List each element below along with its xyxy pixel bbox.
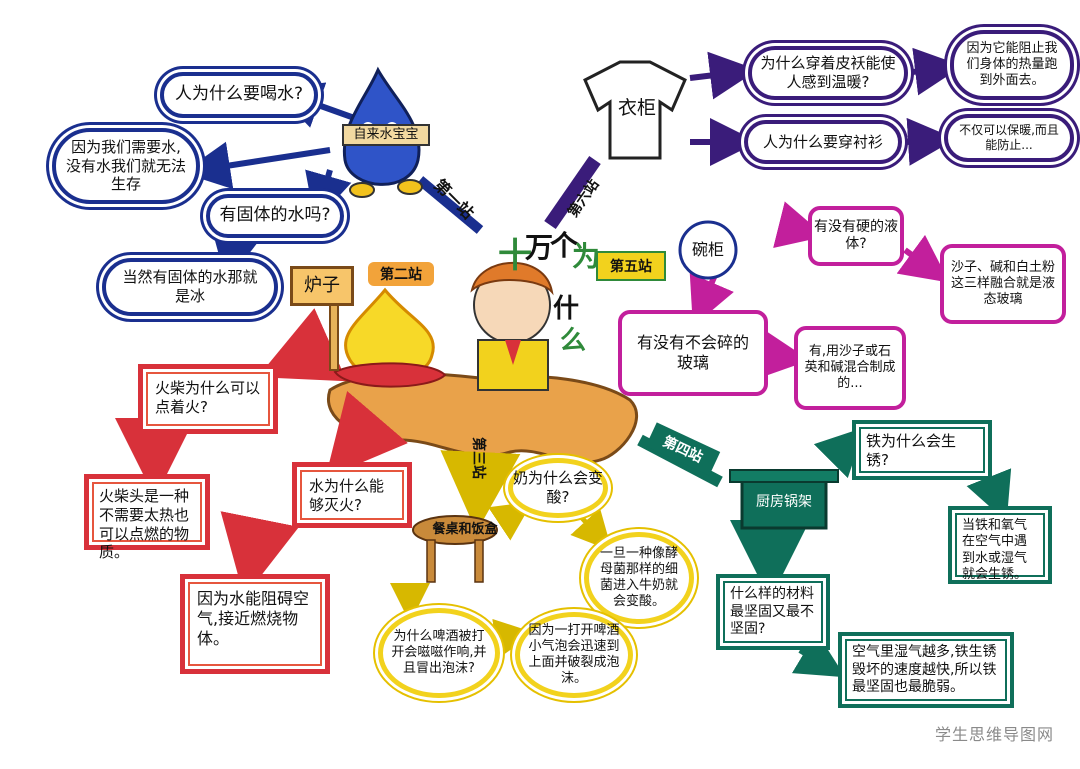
cupboard-answer-2: 沙子、碱和白土粉这三样融合就是液态玻璃	[940, 244, 1066, 324]
cupboard-circle	[678, 220, 738, 280]
cupboard-question-2: 有没有硬的液体?	[808, 206, 904, 266]
table-label: 餐桌和饭盒	[432, 521, 498, 537]
water-answer-2: 当然有固体的水那就是冰	[102, 258, 278, 316]
station-2-label: 第二站	[368, 262, 434, 286]
central-title-char-2: 万	[525, 231, 554, 264]
stove-question-1: 火柴为什么可以点着火?	[138, 364, 278, 434]
pot-icon	[729, 469, 839, 530]
stove-sign-label: 炉子	[290, 266, 354, 306]
central-title-char-4: 为	[572, 240, 601, 273]
station-3-label: 第三站	[470, 437, 486, 479]
cupboard-question-1: 有没有不会碎的玻璃	[618, 310, 768, 396]
wardrobe-answer-1: 因为它能阻止我们身体的热量跑到外面去。	[950, 30, 1074, 100]
watermark-text: 学生思维导图网	[934, 725, 1054, 744]
wardrobe-question-2: 人为什么要穿衬衫	[744, 120, 902, 164]
stove-answer-2: 因为水能阻碍空气,接近燃烧物体。	[180, 574, 330, 674]
cupboard-answer-1: 有,用沙子或石英和碱混合制成的...	[794, 326, 906, 410]
stove-question-2: 水为什么能够灭火?	[292, 462, 412, 528]
water-answer-1: 因为我们需要水,没有水我们就无法生存	[52, 128, 200, 204]
kitchen-answer-2: 空气里湿气越多,铁生锈毁坏的速度越快,所以铁最坚固也最脆弱。	[838, 632, 1014, 708]
central-title-char-1: 十	[498, 236, 532, 276]
wardrobe-label: 衣柜	[617, 97, 656, 120]
table-question-2: 为什么啤酒被打开会嗞嗞作响,并且冒出泡沫?	[378, 608, 500, 698]
fire-mascot-icon	[333, 287, 447, 388]
table-question-1: 奶为什么会变酸?	[508, 458, 608, 518]
table-answer-2: 因为一打开啤酒小气泡会迅速到上面并破裂成泡沫。	[515, 612, 633, 698]
kitchen-answer-1: 当铁和氧气在空气中遇到水或湿气就会生锈。	[948, 506, 1052, 584]
tshirt-icon	[583, 60, 687, 160]
stool-icon	[412, 515, 498, 583]
water-question-2: 有固体的水吗?	[206, 194, 344, 238]
table-answer-1: 一旦一种像酵母菌那样的细菌进入牛奶就会变酸。	[584, 532, 694, 624]
kitchen-label: 厨房锅架	[756, 494, 812, 511]
station-5-label: 第五站	[596, 251, 666, 281]
wardrobe-answer-2: 不仅可以保暖,而且能防止...	[944, 114, 1074, 162]
central-title-char-3: 个	[550, 229, 579, 262]
kitchen-question-1: 铁为什么会生锈?	[852, 420, 992, 480]
water-mascot-label: 自来水宝宝	[342, 124, 430, 146]
child-figure-icon	[470, 261, 554, 391]
kitchen-question-2: 什么样的材料最坚固又最不坚固?	[716, 574, 830, 650]
central-title-char-6: 么	[560, 326, 587, 356]
cupboard-label: 碗柜	[691, 240, 724, 259]
water-question-1: 人为什么要喝水?	[160, 72, 318, 118]
wardrobe-question-1: 为什么穿着皮袄能使人感到温暖?	[748, 46, 908, 100]
central-title-char-5: 什	[553, 294, 580, 324]
stove-answer-1: 火柴头是一种不需要太热也可以点燃的物质。	[84, 474, 210, 561]
